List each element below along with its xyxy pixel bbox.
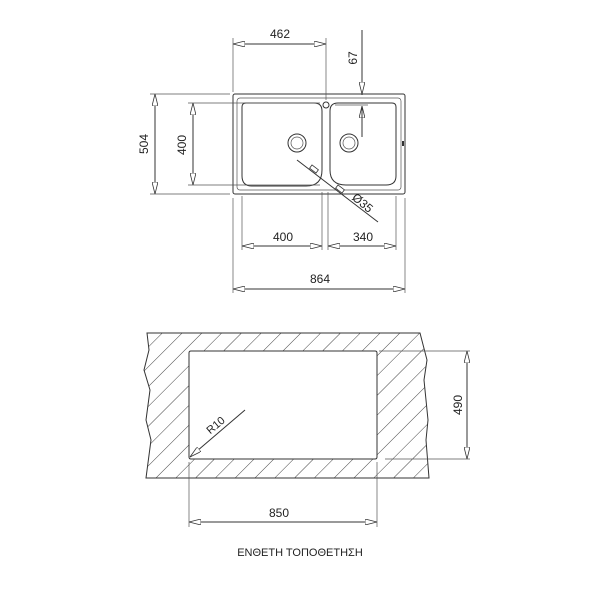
sink-top-view: 462 67 504 400 400 340 864 Ø35 [137,27,406,293]
sink-outline [232,93,406,195]
left-bowl [241,102,323,187]
dim-left-bowl-width: 400 [273,230,293,244]
dim-right-bowl-width: 340 [353,230,373,244]
dim-total-width: 864 [310,272,330,286]
dim-tap-depth: 67 [346,51,360,65]
dim-bowl-depth: 400 [175,135,189,155]
countertop-hatch [143,332,430,479]
left-drain [287,133,307,153]
sink-rim [236,97,402,191]
cutout-view: 490 850 R10 [143,332,470,527]
overflow-mark [402,141,404,146]
tap-hole [322,101,330,109]
caption: ΕΝΘΕΤΗ ΤΟΠΟΘΕΤΗΣΗ [237,547,363,559]
drain-arrow-1 [309,164,319,174]
dim-tap-offset: 462 [270,27,290,41]
right-bowl [329,102,397,186]
right-drain [339,133,359,153]
extension-lines [150,38,406,293]
dim-radius: R10 [204,415,227,437]
left-drain-inner [290,136,304,150]
dim-line-drain [296,159,379,223]
dim-line-r10 [190,409,246,458]
dim-total-depth: 504 [137,134,151,154]
drain-arrow-2 [335,184,345,194]
dim-cutout-width: 850 [269,506,289,520]
right-drain-inner [342,136,356,150]
dim-cutout-height: 490 [451,395,465,415]
